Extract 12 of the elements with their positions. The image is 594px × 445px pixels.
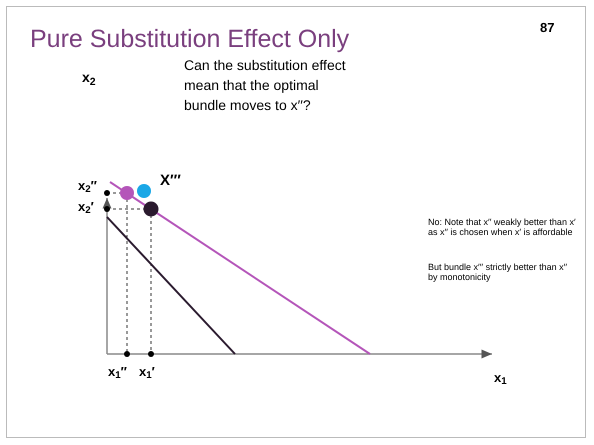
question-text: Can the substitution effect mean that the optimal bundle moves to x′′?: [184, 56, 347, 115]
slide-title: Pure Substitution Effect Only: [30, 24, 350, 55]
axis-label: x$_{1}$: [494, 369, 507, 388]
point-label: x$_{1}$′′: [108, 363, 127, 382]
point-label: x$_{1}$′: [139, 363, 155, 382]
note-text: But bundle x′′′ strictly better than x′′ by monotonicity: [428, 262, 568, 282]
page-number: 87: [540, 19, 554, 37]
note-text: No: Note that x′′ weakly better than x′ as x′′ is chosen when x′ is affordable: [428, 217, 577, 237]
point-label: x$_{2}$′′: [78, 177, 97, 196]
point-label: x$_{2}$′: [78, 198, 94, 216]
point-label: X′′′: [160, 171, 181, 191]
axis-label: x$_{2}$: [82, 68, 96, 88]
